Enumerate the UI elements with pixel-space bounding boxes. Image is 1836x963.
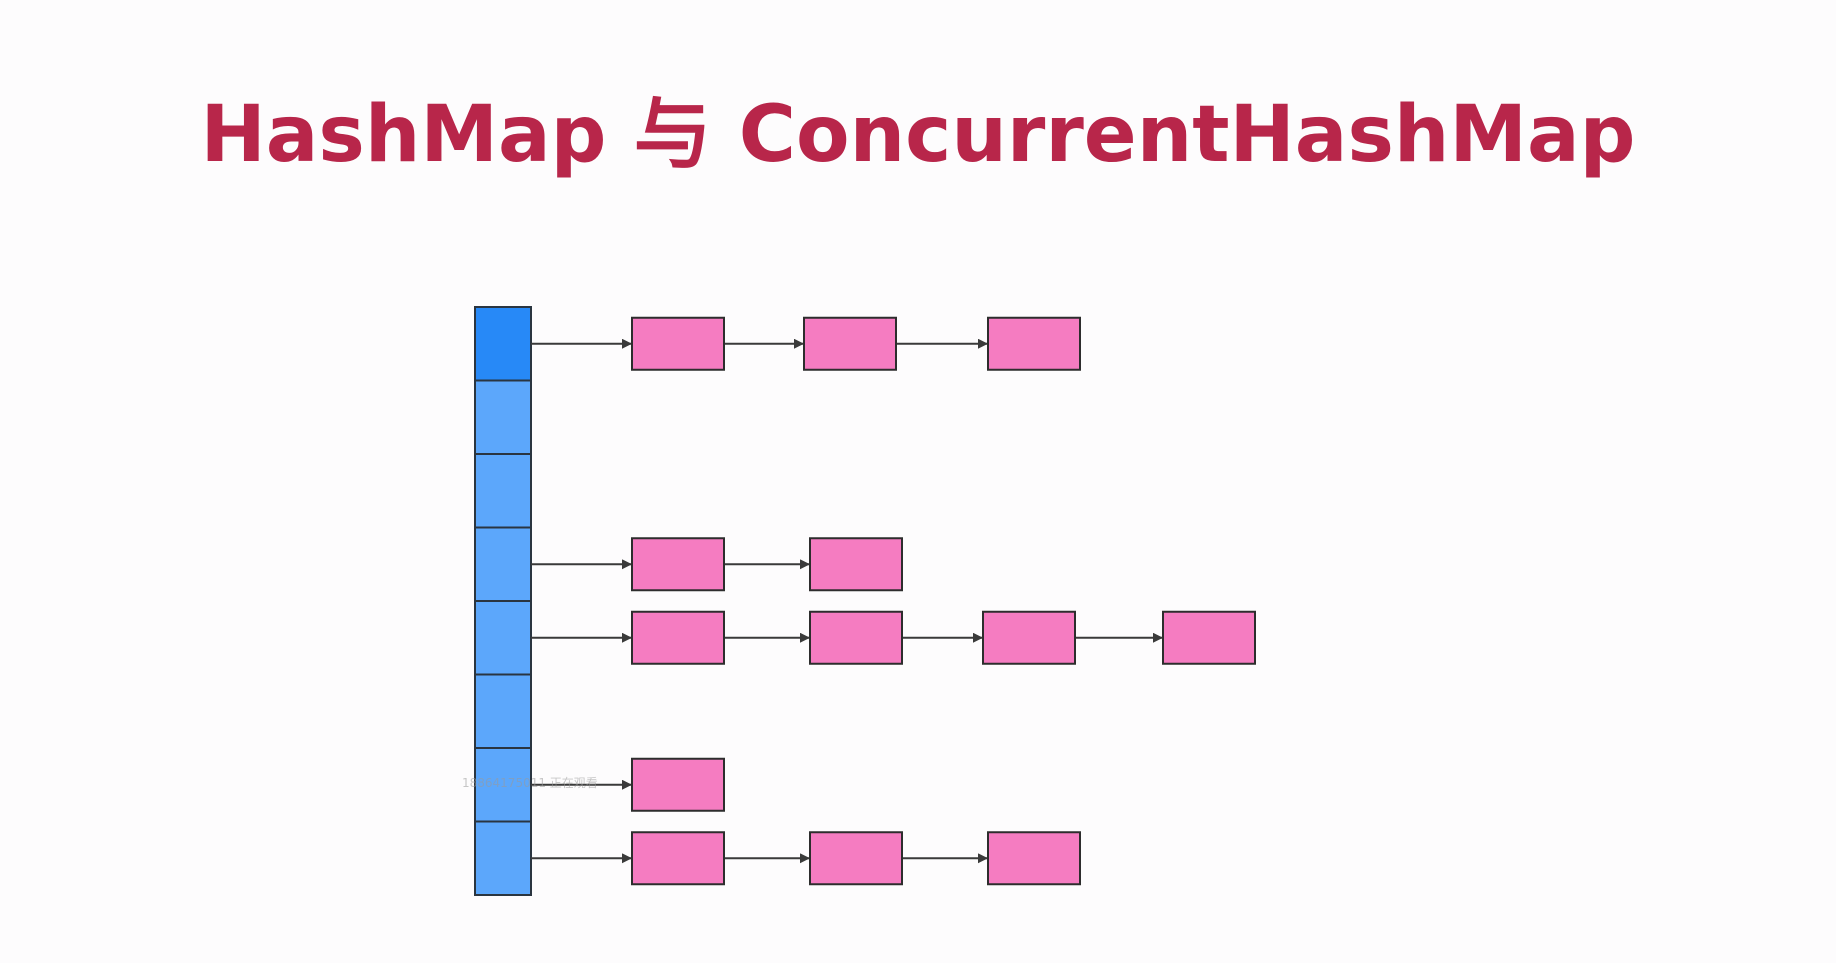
entry-node <box>631 610 725 665</box>
link-arrows <box>531 338 1163 864</box>
entry-node <box>987 831 1081 886</box>
entry-node <box>987 316 1081 371</box>
entry-node <box>631 537 725 592</box>
bucket-cell <box>474 453 532 529</box>
bucket-cell <box>474 600 532 676</box>
bucket-array <box>474 306 532 896</box>
entry-node <box>1162 610 1256 665</box>
entry-node <box>631 757 725 812</box>
bucket-cell <box>474 747 532 823</box>
entry-node <box>631 316 725 371</box>
entry-node <box>809 610 903 665</box>
bucket-cell <box>474 379 532 455</box>
page-title: HashMap 与 ConcurrentHashMap <box>200 90 1636 180</box>
entry-nodes <box>631 316 1256 886</box>
viewer-watermark: 18864175011 正在观看 <box>462 776 598 790</box>
bucket-cell <box>474 526 532 602</box>
bucket-cell <box>474 673 532 749</box>
bucket-cell <box>474 306 532 382</box>
entry-node <box>809 831 903 886</box>
entry-node <box>803 316 897 371</box>
entry-node <box>809 537 903 592</box>
entry-node <box>631 831 725 886</box>
bucket-cell <box>474 820 532 896</box>
entry-node <box>982 610 1076 665</box>
